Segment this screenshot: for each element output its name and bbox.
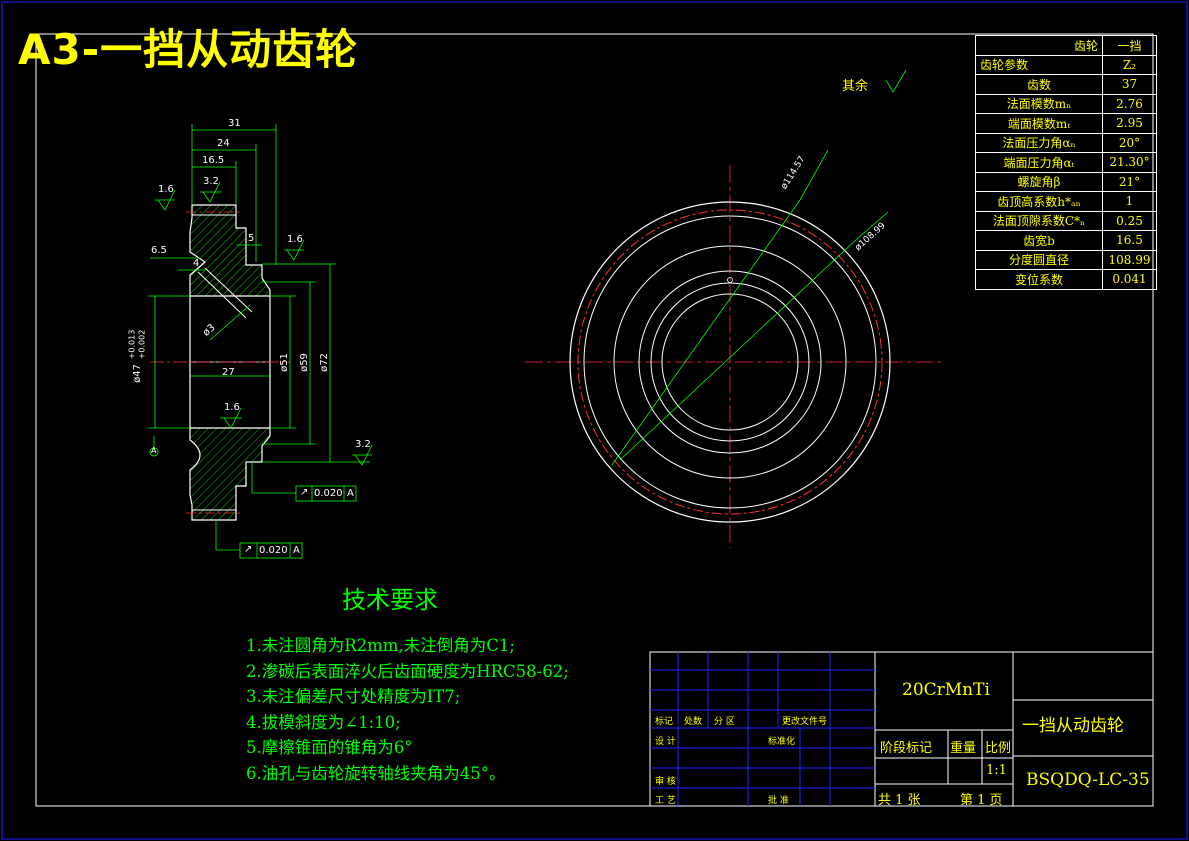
- param-header-gear: 一挡: [1102, 35, 1157, 56]
- param-value: 1: [1102, 191, 1157, 212]
- param-value: 16.5: [1102, 230, 1157, 251]
- runout-2-icon: ↗: [244, 544, 253, 555]
- surface-note: 其余: [842, 79, 869, 94]
- title-block: [649, 651, 1154, 807]
- param-value: 20°: [1102, 132, 1157, 153]
- tb-zone: 分 区: [714, 717, 735, 727]
- runout-1-icon: ↗: [300, 487, 309, 498]
- datum-a: A: [151, 446, 157, 455]
- tech-requirements-title: 技术要求: [342, 586, 438, 614]
- dim-24: 24: [217, 138, 230, 149]
- dim-d47-tol-lo: +0.002: [137, 329, 147, 360]
- dim-27: 27: [222, 367, 235, 378]
- dim-d47-tol-up: +0.013: [127, 329, 137, 360]
- runout-2-value: 0.020: [259, 545, 288, 556]
- param-label: 齿宽b: [975, 230, 1103, 251]
- param-label: 分度圆直径: [975, 249, 1103, 270]
- outer-frame: [35, 33, 1154, 807]
- drawing-number: BSQDQ-LC-35: [1026, 770, 1150, 790]
- tech-requirement-item: 5.摩擦锥面的锥角为6°: [246, 738, 413, 757]
- param-value: 21.30°: [1102, 152, 1157, 173]
- param-label: 端面压力角αₜ: [975, 152, 1103, 173]
- param-label: 法面顶隙系数C*ₙ: [975, 210, 1103, 231]
- stage-mark-label: 阶段标记: [880, 741, 933, 756]
- tech-requirement-item: 4.拔模斜度为∠1:10;: [246, 712, 401, 732]
- param-label: 法面模数mₙ: [975, 93, 1103, 114]
- roughness-3-2-a: 3.2: [203, 176, 219, 187]
- param-label: 齿数: [975, 74, 1103, 95]
- roughness-1-6-c: 1.6: [224, 402, 240, 413]
- runout-1-value: 0.020: [314, 488, 343, 499]
- dim-31: 31: [228, 118, 241, 129]
- param-value: 108.99: [1102, 249, 1157, 270]
- tb-count: 处数: [684, 717, 703, 727]
- param-value: 0.041: [1102, 269, 1157, 290]
- dim-d51: ø51: [278, 353, 290, 372]
- dim-16-5: 16.5: [202, 155, 225, 166]
- tech-requirement-item: 3.未注偏差尺寸处精度为IT7;: [246, 687, 461, 706]
- tb-approve: 批 准: [768, 796, 789, 806]
- param-value: 2.76: [1102, 93, 1157, 114]
- tb-review: 审 核: [655, 777, 676, 787]
- scale-label: 比例: [985, 741, 1012, 756]
- sheet-title: A3-一挡从动齿轮: [18, 25, 359, 74]
- roughness-3-2-b: 3.2: [355, 439, 371, 450]
- roughness-1-6-a: 1.6: [158, 184, 174, 195]
- total-sheets: 共 1 张: [878, 793, 921, 808]
- dim-6-5: 6.5: [151, 245, 167, 256]
- param-value: 0.25: [1102, 210, 1157, 231]
- param-value: 21°: [1102, 171, 1157, 192]
- dim-5: 5: [248, 233, 255, 244]
- tech-requirements-list: 1.未注圆角为R2mm,未注倒角为C1; 2.渗碳后表面淬火后齿面硬度为HRC58…: [246, 633, 569, 786]
- param-header-z: Z₂: [1102, 54, 1157, 75]
- runout-1-datum: A: [347, 488, 354, 499]
- param-label: 螺旋角β: [975, 171, 1103, 192]
- dim-d47: ø47: [131, 364, 143, 383]
- tb-mark: 标记: [655, 717, 674, 727]
- tech-requirement-item: 2.渗碳后表面淬火后齿面硬度为HRC58-62;: [246, 661, 569, 681]
- dim-d59: ø59: [298, 353, 310, 372]
- tech-requirement-item: 1.未注圆角为R2mm,未注倒角为C1;: [246, 636, 515, 655]
- scale-value: 1:1: [986, 763, 1007, 778]
- param-label: 变位系数: [975, 269, 1103, 290]
- runout-2-datum: A: [293, 545, 300, 556]
- tb-change-doc: 更改文件号: [782, 717, 828, 727]
- material: 20CrMnTi: [902, 680, 990, 700]
- tb-standard: 标准化: [768, 737, 796, 747]
- roughness-1-6-b: 1.6: [287, 234, 303, 245]
- param-value: 2.95: [1102, 113, 1157, 134]
- param-label: 端面模数mₜ: [975, 113, 1103, 134]
- param-header-left: 齿轮参数: [975, 54, 1103, 75]
- front-view: [525, 149, 945, 548]
- section-view: [148, 69, 907, 559]
- part-name: 一挡从动齿轮: [1022, 716, 1124, 736]
- param-header-right-label: 齿轮: [975, 35, 1103, 56]
- dim-4: 4: [193, 258, 200, 269]
- dim-d72: ø72: [318, 353, 330, 372]
- weight-label: 重量: [950, 741, 977, 756]
- param-label: 齿顶高系数h*ₐₙ: [975, 191, 1103, 212]
- param-label: 法面压力角αₙ: [975, 132, 1103, 153]
- tb-process: 工 艺: [655, 796, 676, 806]
- tech-requirement-item: 6.油孔与齿轮旋转轴线夹角为45°。: [246, 763, 506, 783]
- sheet-number: 第 1 页: [960, 793, 1003, 808]
- param-value: 37: [1102, 74, 1157, 95]
- tb-design: 设 计: [655, 737, 676, 747]
